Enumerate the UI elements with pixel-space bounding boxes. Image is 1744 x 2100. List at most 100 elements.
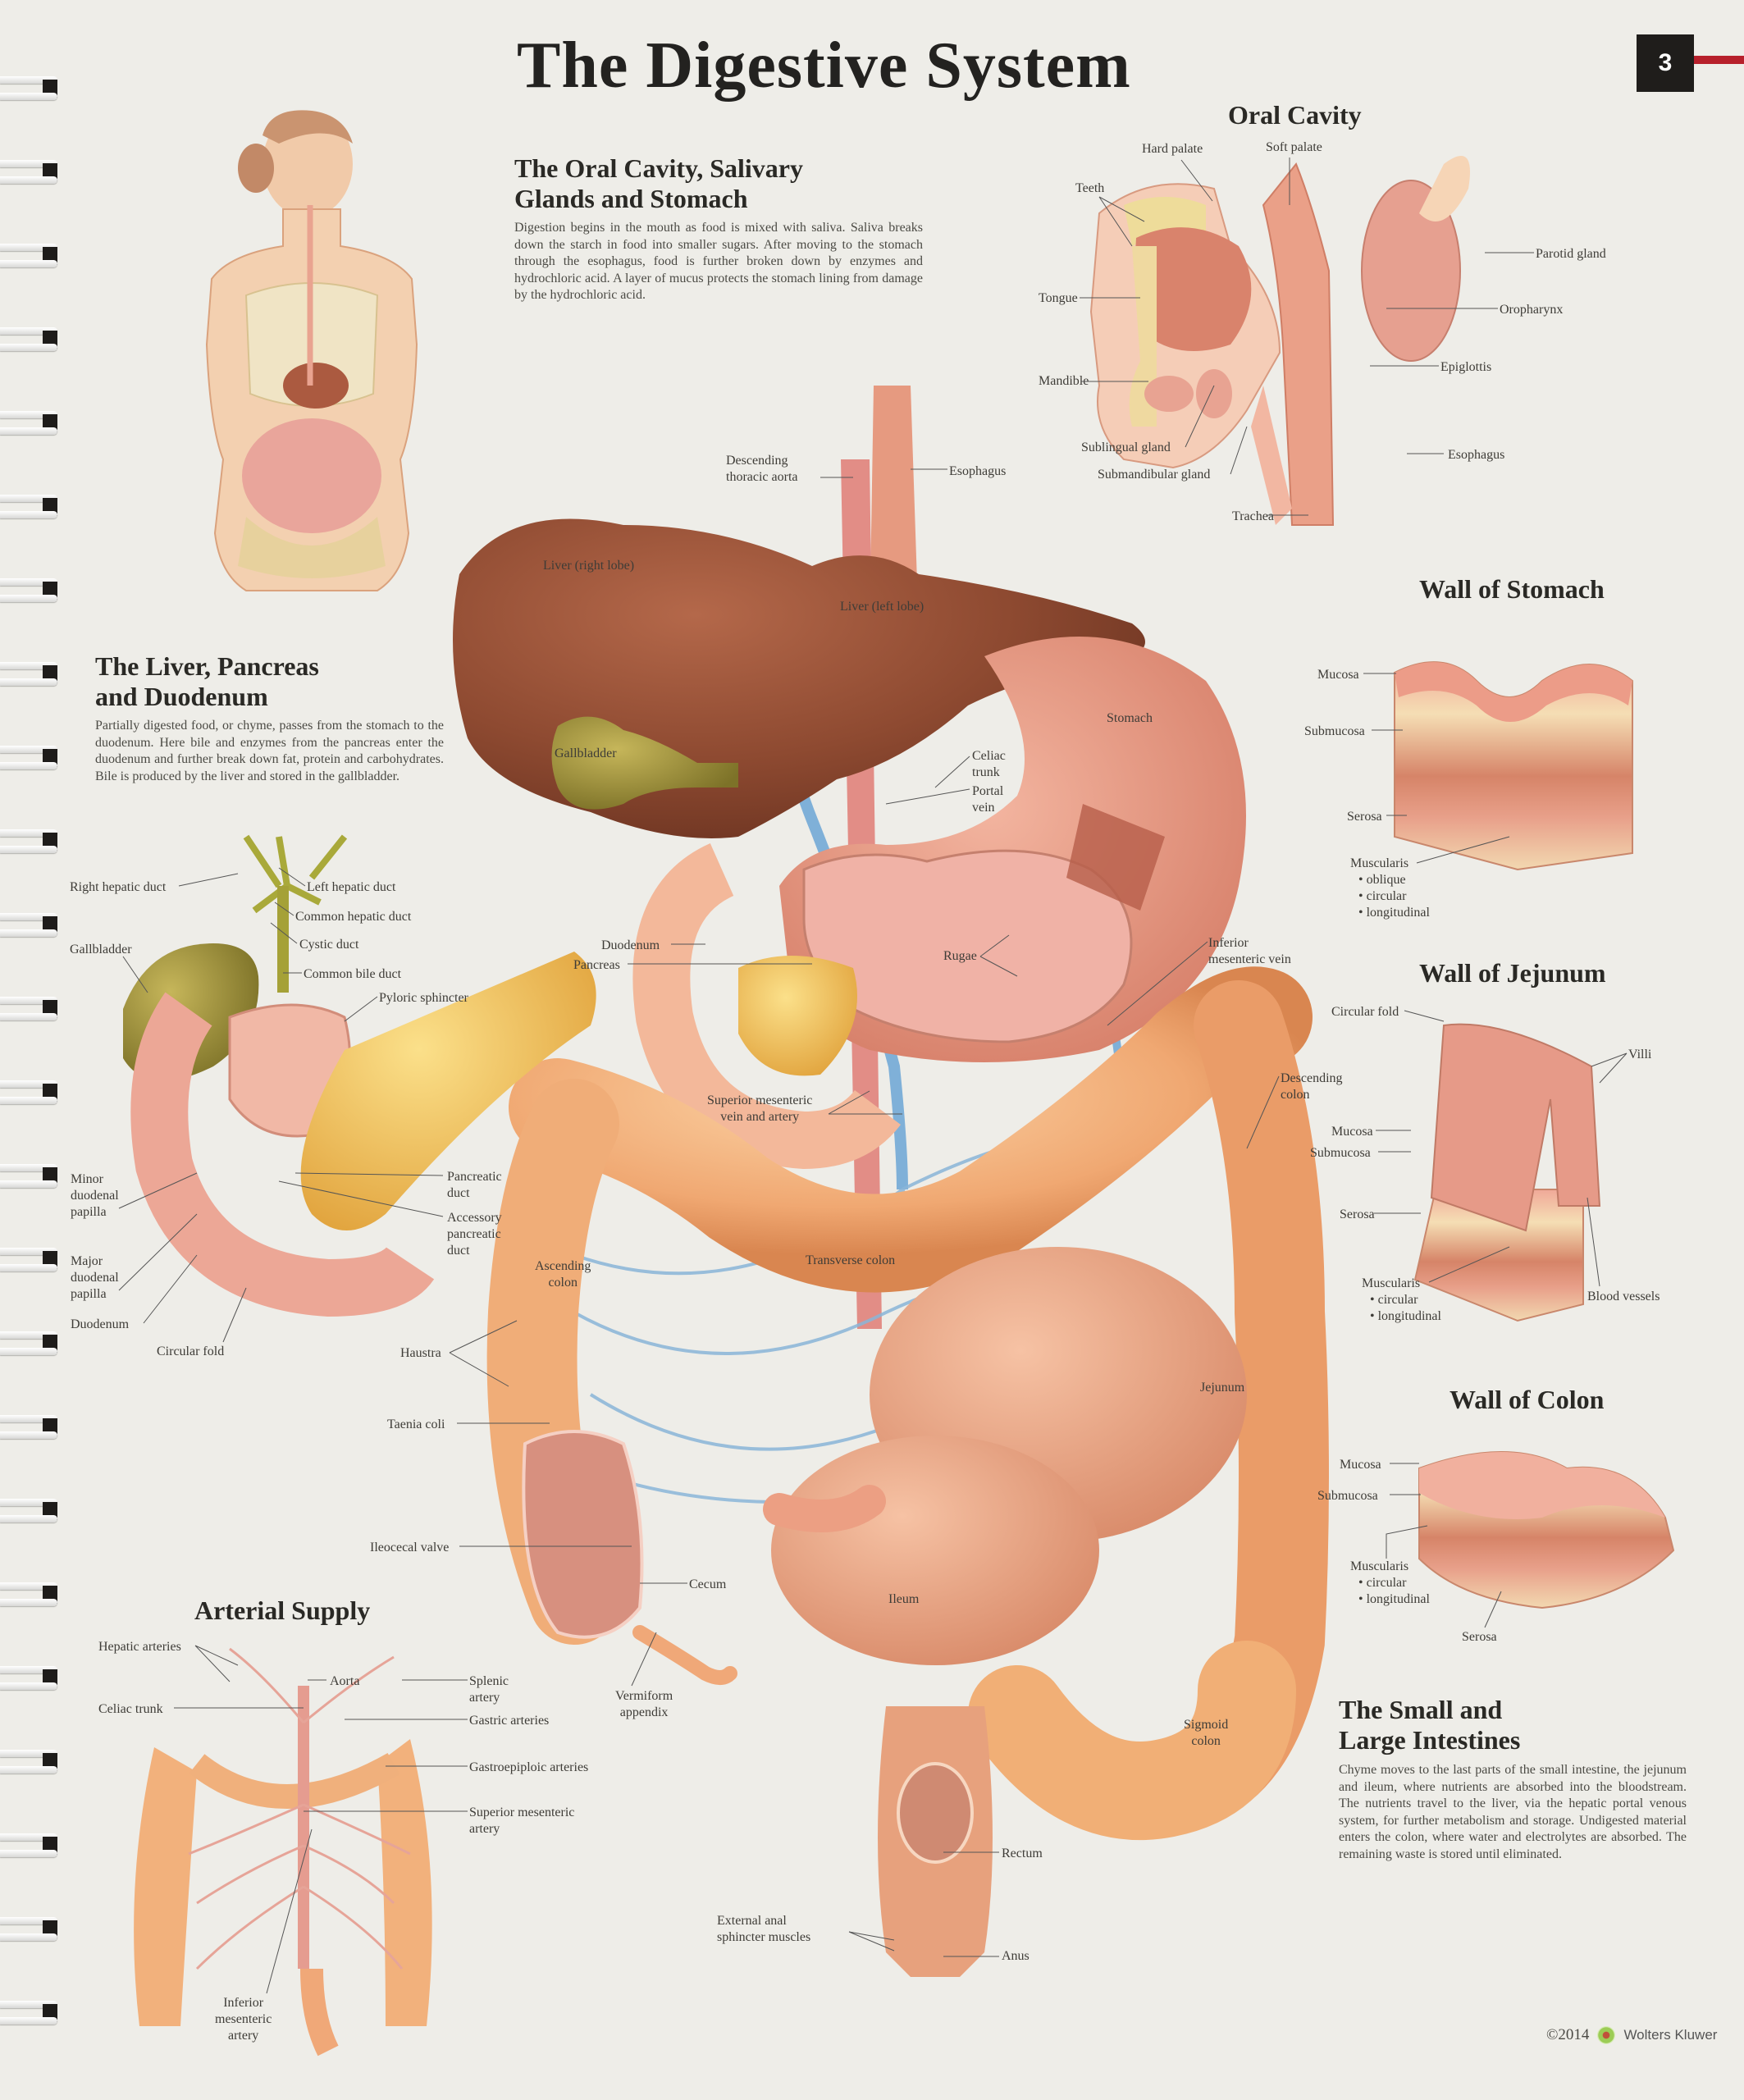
label-line: papilla (71, 1205, 107, 1219)
label-line: Celiac (972, 749, 1006, 763)
label-line: duodenal (71, 1271, 119, 1285)
label-line: trunk (972, 765, 1000, 779)
label-circular-fold-detail: Circular fold (157, 1344, 225, 1358)
label-ileocecal-valve: Ileocecal valve (370, 1541, 450, 1554)
binding-ring (0, 1743, 59, 1779)
label-pancreas: Pancreas (573, 958, 620, 972)
label-hepatic-arteries: Hepatic arteries (98, 1640, 181, 1654)
binding-ring (0, 237, 59, 273)
binding-ring (0, 1576, 59, 1612)
label-anus: Anus (1002, 1949, 1030, 1963)
label-line: mesenteric vein (1208, 952, 1291, 966)
label-transverse-colon: Transverse colon (806, 1253, 896, 1267)
figure-title-wall-of-jejunum: Wall of Jejunum (1419, 958, 1606, 988)
label-line: Superior mesenteric (707, 1093, 813, 1107)
muscularis-heading: Muscularis (1350, 856, 1409, 870)
muscularis-layer: • circular (1358, 1576, 1407, 1590)
label-gastric-arteries: Gastric arteries (469, 1714, 550, 1728)
label-submandibular-gland: Submandibular gland (1098, 468, 1211, 482)
label-teeth: Teeth (1075, 181, 1105, 195)
label-line: vein (972, 801, 995, 815)
label-jejunum-circular-fold: Circular fold (1331, 1005, 1399, 1019)
label-rugae: Rugae (943, 949, 977, 963)
label-liver-left-lobe: Liver (left lobe) (840, 600, 925, 614)
label-jejunum-mucosa: Mucosa (1331, 1125, 1373, 1139)
binding-ring (0, 1911, 59, 1947)
label-ascending-colon: Ascending colon (535, 1258, 591, 1291)
binding-ring (0, 321, 59, 357)
label-left-hepatic-duct: Left hepatic duct (307, 880, 396, 894)
binding-ring (0, 1659, 59, 1696)
page-title: The Digestive System (517, 30, 1131, 102)
label-line: Major (71, 1254, 103, 1268)
label-aorta: Aorta (330, 1674, 360, 1688)
label-line: mesenteric (215, 2012, 272, 2026)
arterial-supply-illustration (134, 1647, 432, 2057)
binding-ring (0, 1325, 59, 1361)
label-jejunum-serosa: Serosa (1340, 1208, 1375, 1221)
label-line: Portal (972, 784, 1004, 798)
binding-ring (0, 823, 59, 859)
label-rectum: Rectum (1002, 1847, 1043, 1860)
label-line: Superior mesenteric (469, 1806, 575, 1819)
label-line: External anal (717, 1914, 787, 1928)
label-line: Inferior (223, 1996, 264, 2010)
label-line: appendix (619, 1705, 669, 1719)
label-tongue: Tongue (1039, 291, 1078, 305)
label-colon-mucosa: Mucosa (1340, 1458, 1381, 1472)
binding-ring (0, 488, 59, 524)
label-gallbladder-detail: Gallbladder (70, 943, 132, 956)
label-descending-colon: Descending colon (1281, 1071, 1343, 1103)
label-cecum: Cecum (689, 1577, 727, 1591)
label-line: papilla (71, 1287, 107, 1301)
label-line: artery (227, 2029, 259, 2043)
label-superior-mesenteric-vein-artery: Superior mesenteric vein and artery (707, 1093, 812, 1125)
copyright: ©2014 (1546, 2026, 1590, 2043)
label-minor-duodenal-papilla: Minor duodenal papilla (71, 1171, 119, 1221)
section-body-oral: Digestion begins in the mouth as food is… (514, 221, 923, 302)
label-ileum: Ileum (888, 1592, 920, 1606)
section-title-line: Large Intestines (1339, 1725, 1521, 1755)
label-gallbladder-main: Gallbladder (555, 746, 617, 760)
label-taenia-coli: Taenia coli (387, 1418, 445, 1431)
binding-ring (0, 1994, 59, 2030)
label-major-duodenal-papilla: Major duodenal papilla (71, 1253, 119, 1303)
label-blood-vessels: Blood vessels (1587, 1290, 1660, 1303)
label-gastroepiploic-arteries: Gastroepiploic arteries (469, 1760, 589, 1774)
label-line: colon (548, 1276, 578, 1290)
label-descending-thoracic-aorta: Descending thoracic aorta (726, 453, 798, 486)
label-line: colon (1191, 1734, 1221, 1748)
binding-ring (0, 70, 59, 106)
label-superior-mesenteric-artery: Superior mesenteric artery (469, 1805, 574, 1838)
section-title-line: The Oral Cavity, Salivary (514, 153, 803, 183)
label-line: artery (469, 1822, 500, 1836)
spiral-binding (0, 0, 66, 2100)
label-line: thoracic aorta (726, 470, 798, 484)
figure-title-arterial-supply: Arterial Supply (194, 1596, 371, 1625)
binding-ring (0, 906, 59, 943)
wall-of-stomach-illustration (1394, 661, 1633, 871)
label-splenic-artery: Splenic artery (469, 1673, 509, 1706)
section-title-line: and Duodenum (95, 682, 268, 711)
label-cystic-duct: Cystic duct (299, 938, 359, 952)
label-mandible: Mandible (1039, 374, 1089, 388)
label-line: Splenic (469, 1674, 509, 1688)
label-line: Descending (1281, 1071, 1343, 1085)
label-esophagus-main: Esophagus (949, 464, 1007, 478)
figure-title-wall-of-colon: Wall of Colon (1450, 1385, 1605, 1414)
label-line: Sigmoid (1184, 1718, 1229, 1732)
label-colon-submucosa: Submucosa (1317, 1489, 1378, 1503)
label-line: sphincter muscles (717, 1930, 811, 1944)
label-duodenum-detail: Duodenum (71, 1317, 130, 1331)
footer: ©2014 Wolters Kluwer (1546, 2026, 1717, 2044)
pancreas-shape (738, 956, 857, 1076)
label-inferior-mesenteric-artery: Inferior mesenteric artery (215, 1995, 272, 2044)
label-jejunum-submucosa: Submucosa (1310, 1146, 1371, 1160)
section-body-intestines: Chyme moves to the last parts of the sma… (1339, 1763, 1687, 1861)
label-vermiform-appendix: Vermiform appendix (615, 1688, 673, 1721)
label-external-anal-sphincter: External anal sphincter muscles (717, 1913, 810, 1946)
label-line: Descending (726, 454, 788, 468)
binding-ring (0, 1157, 59, 1194)
